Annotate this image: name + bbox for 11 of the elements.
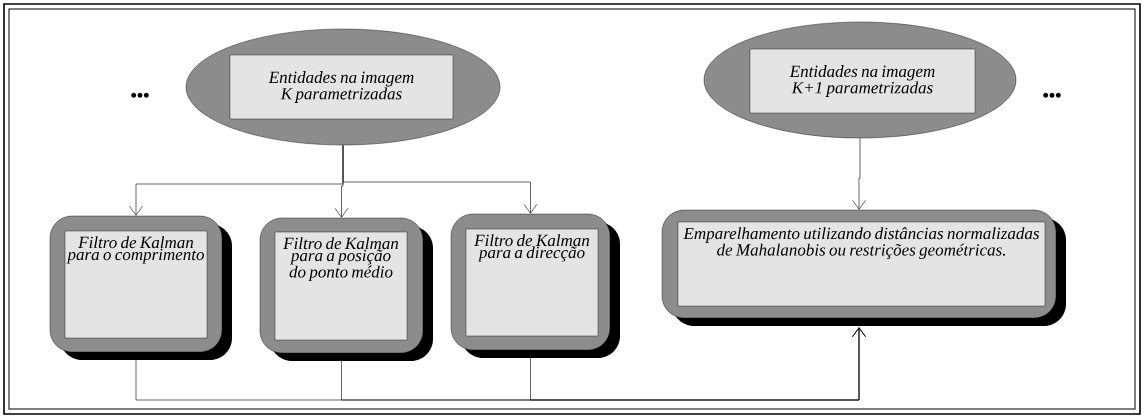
rounded-box: Emparelhamento utilizando distâncias normalizadas de Mahalanobis ou restrições geométricas. — [661, 209, 1066, 326]
ellipse-node: Entidades na imagem K parametrizadas — [185, 28, 501, 146]
arrow — [342, 144, 538, 214]
arrow — [852, 137, 866, 210]
ellipsis-mark: ••• — [131, 92, 149, 98]
rounded-box: Filtro de Kalman para a direcção — [450, 213, 620, 358]
rounded-box: Filtro de Kalman para o comprimento — [49, 215, 232, 360]
rounded-box: Filtro de Kalman para a posição do ponto médio — [259, 217, 433, 361]
ellipse-node: Entidades na imagem K+1 parametrizadas — [703, 21, 1017, 139]
arrow — [530, 327, 866, 401]
ellipsis-mark: ••• — [1043, 92, 1061, 98]
